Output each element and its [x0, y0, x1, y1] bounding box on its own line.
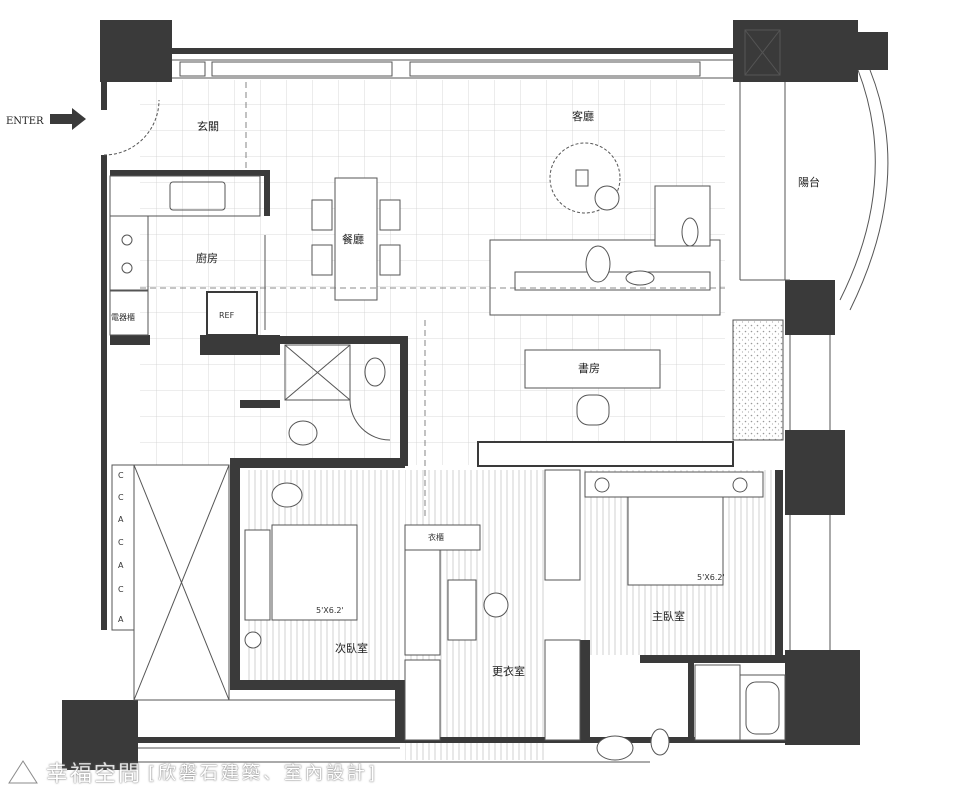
interior-walls: [110, 170, 785, 740]
cabinet-mark: C: [118, 471, 124, 480]
exterior-walls: [101, 48, 785, 743]
cabinet-mark: A: [118, 515, 124, 524]
second-bedroom-label: 次臥室: [335, 641, 368, 655]
living-label: 客廳: [572, 109, 594, 123]
window-lines: [138, 59, 831, 763]
watermark-credit: [欣磐石建築、室內設計]: [148, 763, 379, 784]
master-bedroom-label: 主臥室: [652, 609, 685, 623]
second-bedroom-furniture: [244, 482, 358, 649]
bathroom-1: [284, 344, 391, 446]
structural-columns: [62, 20, 888, 770]
master-bed-size: 5'X6.2': [697, 573, 725, 582]
kitchen-fixtures: [109, 175, 266, 336]
dining-label: 餐廳: [342, 232, 364, 246]
study-label: 書房: [578, 361, 600, 375]
enter-label: ENTER: [6, 116, 44, 127]
study-desk: [477, 349, 734, 467]
second-bed-size: 5'X6.2': [316, 606, 344, 615]
foyer-label: 玄關: [197, 119, 219, 133]
brand-logo-icon: [6, 758, 40, 785]
dining-set: [311, 177, 401, 301]
walk-in-closet-label: 更衣室: [492, 664, 525, 678]
master-bedroom-furniture: [584, 471, 764, 586]
balcony-label: 陽台: [798, 175, 820, 189]
cabinet-marks: C C A C A C A: [118, 471, 124, 624]
cabinet-mark: C: [118, 585, 124, 594]
stone-strip: [732, 319, 784, 441]
cabinet-mark: C: [118, 538, 124, 547]
enter-arrow-icon: [50, 108, 86, 130]
refrigerator-label: REF: [219, 311, 235, 320]
cabinet-mark: A: [118, 561, 124, 570]
small-closet-label: 衣櫃: [428, 532, 444, 542]
living-furniture: [489, 142, 721, 316]
cabinet-mark: C: [118, 493, 124, 502]
cabinet-mark: A: [118, 615, 124, 624]
cabinet-strip: [111, 464, 230, 701]
closet-fixtures: [404, 469, 581, 741]
appliance-cabinet-label: 電器櫃: [111, 312, 135, 322]
watermark: 幸福空間 [欣磐石建築、室內設計]: [6, 752, 378, 792]
room-labels: 玄關 客廳 陽台 餐廳 廚房 書房 次臥室 主臥室 更衣室: [196, 109, 820, 678]
watermark-brand: 幸福空間: [46, 762, 143, 787]
master-bath: [596, 664, 786, 761]
balcony-outline: [739, 29, 889, 311]
foyer-door: [103, 99, 160, 156]
reference-lines: [140, 82, 725, 520]
entrance-marker: ENTER: [6, 108, 86, 130]
kitchen-label: 廚房: [196, 251, 218, 265]
